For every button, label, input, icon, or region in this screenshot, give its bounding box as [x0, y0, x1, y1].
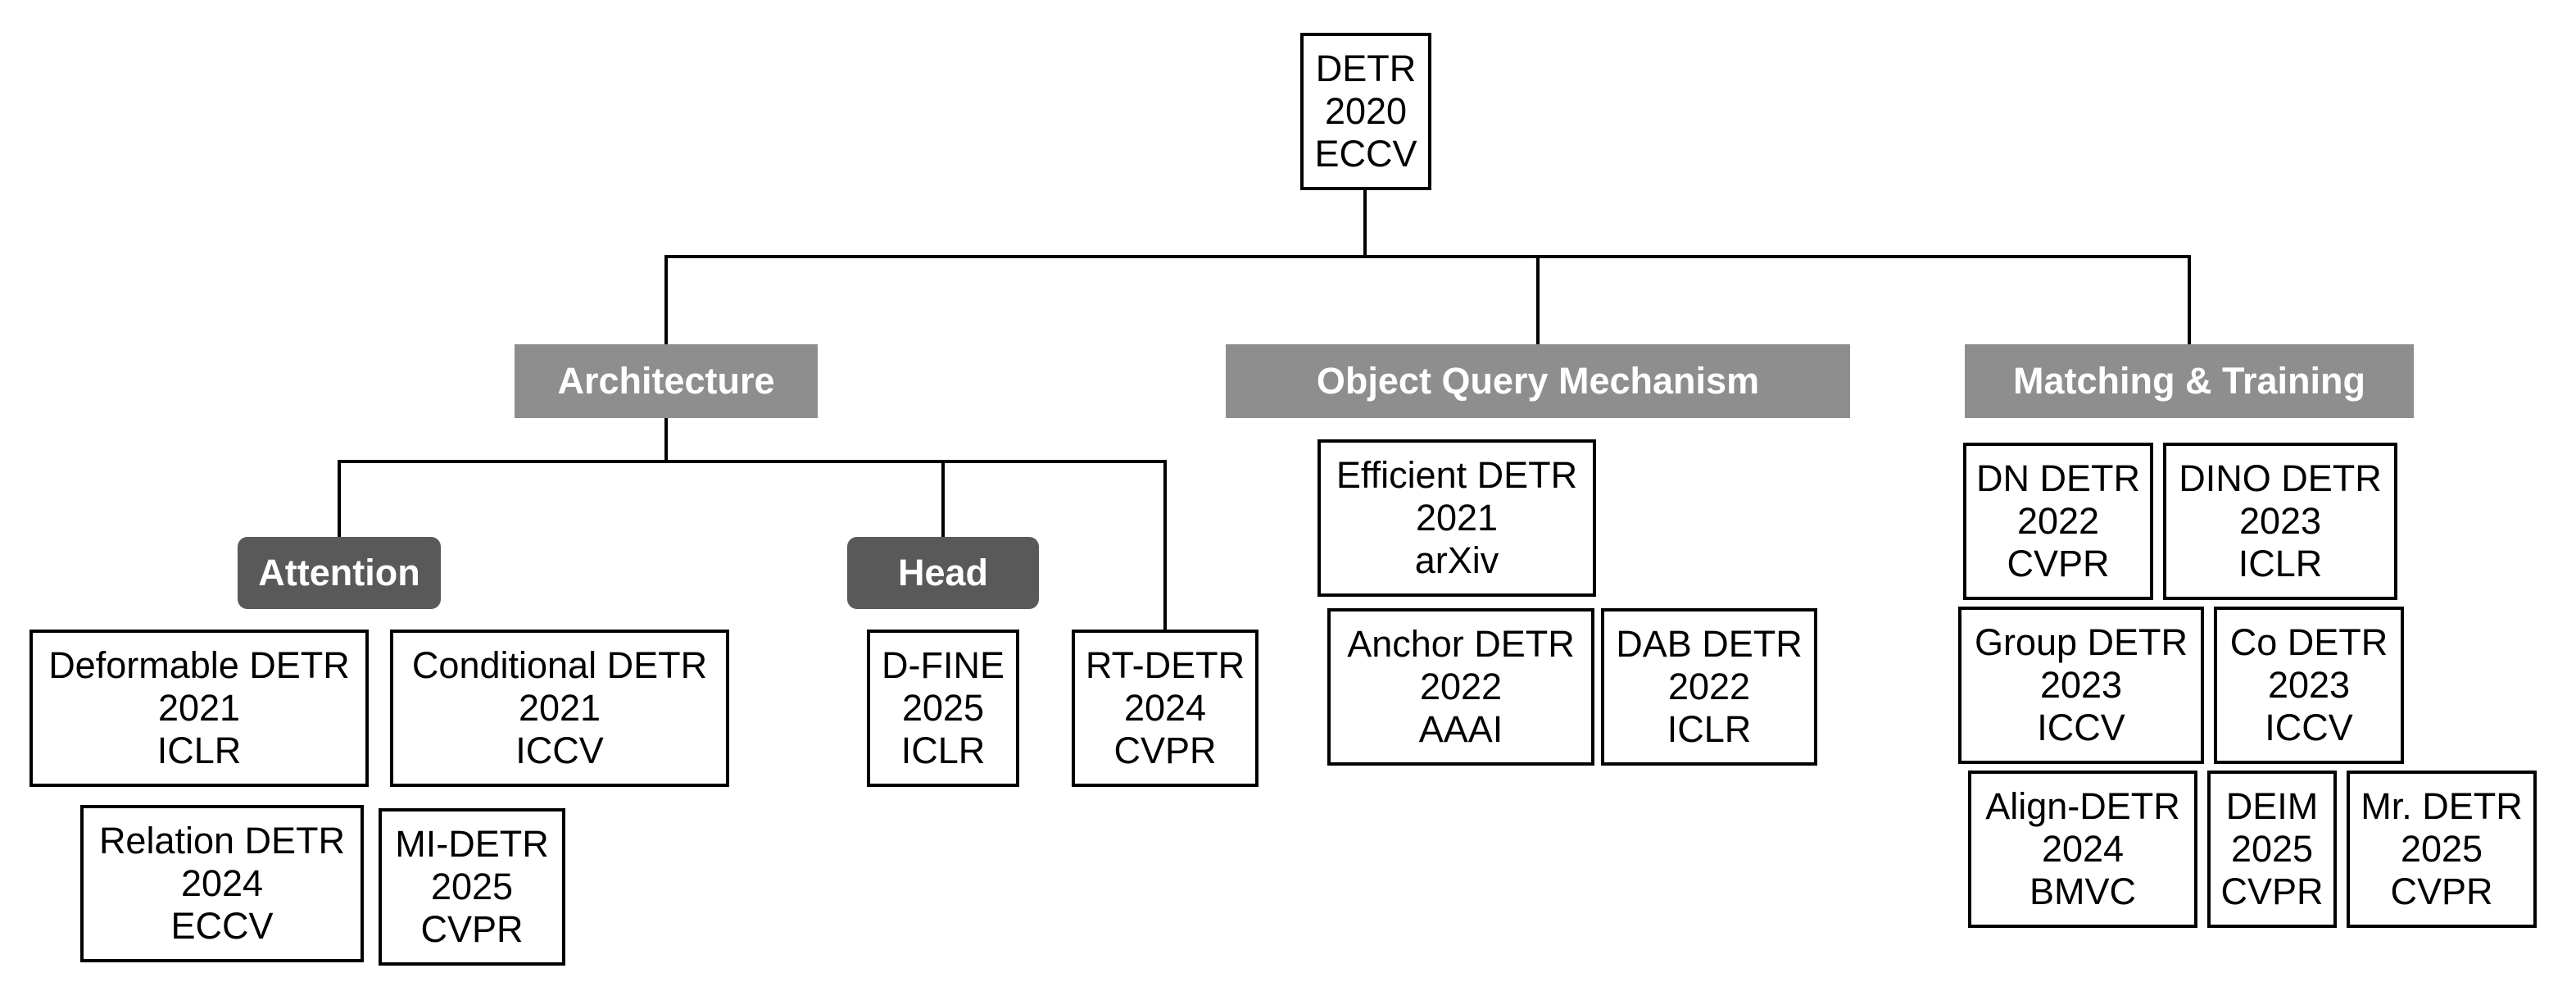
paper-year: 2024	[2041, 828, 2125, 870]
category-object-query-mechanism: Object Query Mechanism	[1226, 344, 1850, 418]
paper-venue: ECCV	[170, 905, 274, 947]
node-co-detr: Co DETR 2023 ICCV	[2214, 607, 2404, 764]
paper-name: Deformable DETR	[48, 644, 350, 686]
paper-year: 2022	[1667, 666, 1751, 707]
paper-name: DETR	[1315, 48, 1417, 89]
node-efficient-detr: Efficient DETR 2021 arXiv	[1317, 439, 1596, 597]
paper-year: 2025	[2230, 828, 2314, 870]
paper-venue: AAAI	[1418, 708, 1503, 750]
paper-venue: ICCV	[2037, 707, 2125, 748]
node-align-detr: Align-DETR 2024 BMVC	[1968, 771, 2197, 928]
paper-name: Conditional DETR	[411, 644, 708, 686]
paper-year: 2020	[1324, 90, 1408, 132]
paper-venue: CVPR	[2007, 543, 2110, 584]
node-dino-detr: DINO DETR 2023 ICLR	[2163, 443, 2397, 600]
paper-name: D-FINE	[882, 644, 1005, 686]
paper-year: 2022	[2016, 500, 2100, 542]
paper-year: 2021	[518, 687, 601, 729]
paper-name: Mr. DETR	[2361, 785, 2523, 827]
paper-venue: ICCV	[515, 730, 604, 771]
paper-name: DN DETR	[1976, 457, 2140, 499]
paper-venue: ICCV	[2265, 707, 2353, 748]
paper-name: DEIM	[2225, 785, 2319, 827]
paper-name: Align-DETR	[1985, 785, 2180, 827]
paper-year: 2021	[157, 687, 241, 729]
paper-venue: CVPR	[420, 908, 524, 950]
paper-name: Anchor DETR	[1347, 623, 1575, 665]
paper-name: DAB DETR	[1616, 623, 1803, 665]
node-deim: DEIM 2025 CVPR	[2207, 771, 2337, 928]
paper-year: 2025	[430, 866, 514, 907]
paper-name: Relation DETR	[98, 820, 346, 862]
paper-name: Efficient DETR	[1336, 454, 1578, 496]
paper-venue: CVPR	[1113, 730, 1217, 771]
category-attention: Attention	[238, 537, 441, 609]
paper-name: Co DETR	[2229, 621, 2388, 663]
paper-year: 2022	[1419, 666, 1503, 707]
paper-venue: BMVC	[2029, 871, 2136, 912]
paper-venue: ICLR	[2238, 543, 2323, 584]
paper-venue: ICLR	[156, 730, 242, 771]
category-head: Head	[847, 537, 1039, 609]
paper-name: DINO DETR	[2179, 457, 2382, 499]
node-mr-detr: Mr. DETR 2025 CVPR	[2347, 771, 2537, 928]
node-relation-detr: Relation DETR 2024 ECCV	[80, 805, 364, 962]
paper-venue: arXiv	[1414, 539, 1499, 581]
paper-name: Group DETR	[1974, 621, 2188, 663]
node-rt-detr: RT-DETR 2024 CVPR	[1072, 630, 1259, 787]
node-anchor-detr: Anchor DETR 2022 AAAI	[1327, 608, 1594, 766]
paper-year: 2025	[901, 687, 985, 729]
node-dab-detr: DAB DETR 2022 ICLR	[1601, 608, 1817, 766]
paper-year: 2024	[1123, 687, 1207, 729]
paper-year: 2023	[2238, 500, 2322, 542]
node-group-detr: Group DETR 2023 ICCV	[1958, 607, 2204, 764]
paper-venue: ICLR	[1667, 708, 1752, 750]
category-architecture: Architecture	[515, 344, 818, 418]
category-matching-training: Matching & Training	[1965, 344, 2414, 418]
paper-year: 2021	[1415, 497, 1499, 539]
paper-venue: ICLR	[900, 730, 986, 771]
paper-year: 2025	[2400, 828, 2483, 870]
paper-name: RT-DETR	[1085, 644, 1245, 686]
node-deformable-detr: Deformable DETR 2021 ICLR	[29, 630, 369, 787]
paper-year: 2023	[2267, 664, 2351, 706]
paper-venue: CVPR	[2220, 871, 2324, 912]
node-dn-detr: DN DETR 2022 CVPR	[1963, 443, 2153, 600]
paper-venue: CVPR	[2390, 871, 2493, 912]
node-mi-detr: MI-DETR 2025 CVPR	[379, 808, 565, 966]
node-conditional-detr: Conditional DETR 2021 ICCV	[390, 630, 729, 787]
node-d-fine: D-FINE 2025 ICLR	[867, 630, 1019, 787]
paper-venue: ECCV	[1314, 133, 1417, 175]
paper-name: MI-DETR	[395, 823, 549, 865]
paper-year: 2023	[2039, 664, 2123, 706]
node-detr-root: DETR 2020 ECCV	[1300, 33, 1431, 190]
paper-year: 2024	[180, 862, 264, 904]
